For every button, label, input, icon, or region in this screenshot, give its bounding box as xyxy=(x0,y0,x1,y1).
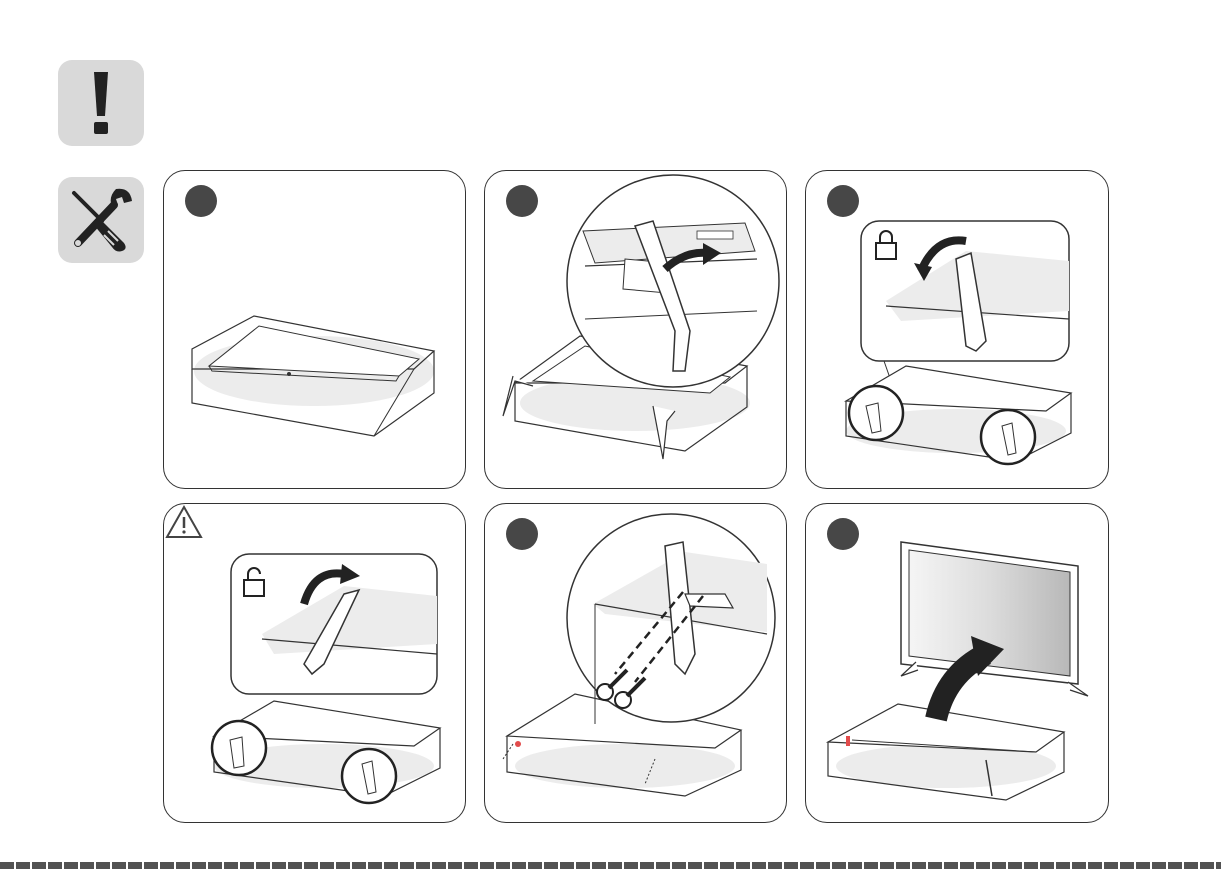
unlock-stands-illustration xyxy=(164,504,465,822)
tv-face-down-illustration xyxy=(164,171,465,488)
insert-screws-illustration xyxy=(485,504,786,822)
lift-tv-illustration xyxy=(806,504,1108,822)
step-2-panel xyxy=(484,170,787,489)
lock-stands-illustration xyxy=(806,171,1108,488)
step-1-panel xyxy=(163,170,466,489)
caution-panel xyxy=(163,503,466,823)
exclamation-icon xyxy=(58,60,144,146)
step-3-panel xyxy=(805,170,1109,489)
footer-divider xyxy=(0,862,1221,869)
step-5-panel xyxy=(805,503,1109,823)
tools-icon xyxy=(58,177,144,263)
step-4-panel xyxy=(484,503,787,823)
attach-stand-illustration xyxy=(485,171,786,488)
